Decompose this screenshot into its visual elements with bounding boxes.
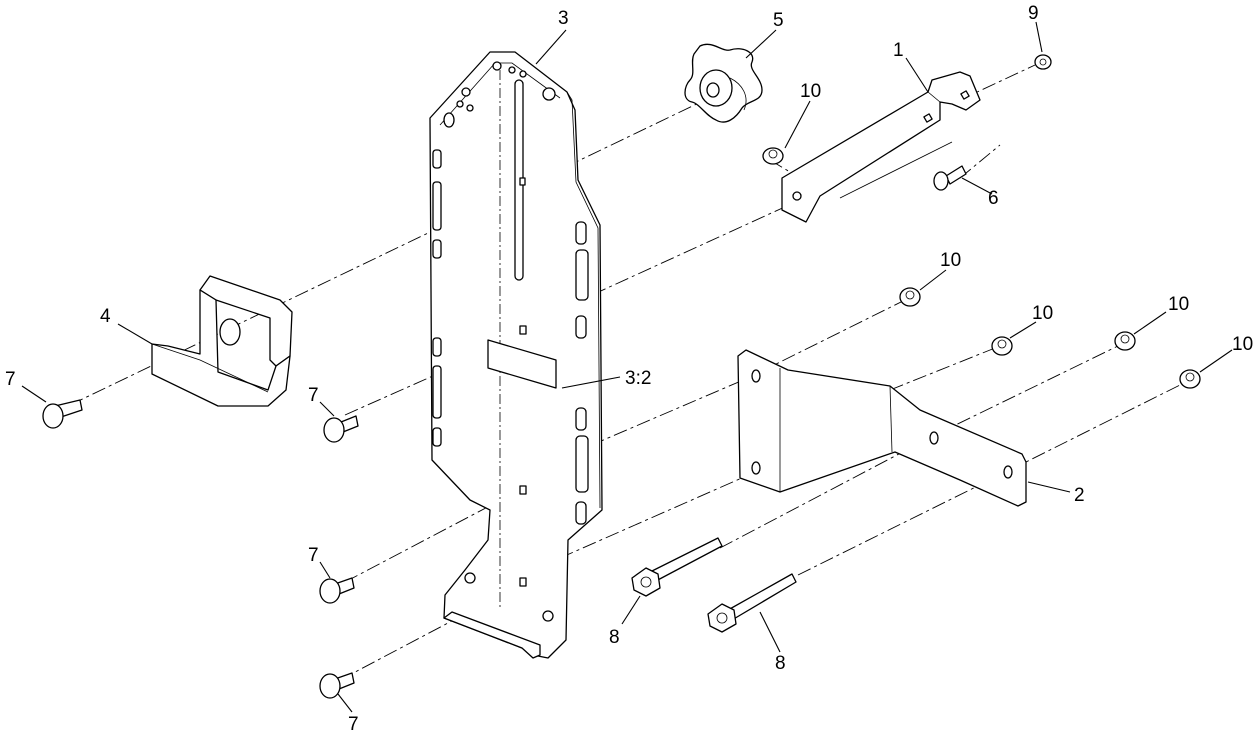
callout-7-a: 7 bbox=[5, 369, 16, 390]
callout-10-b: 10 bbox=[940, 250, 961, 271]
nut-part-9 bbox=[1034, 54, 1052, 70]
callout-labels: 3 5 1 9 10 6 4 7 7 7 7 3:2 10 10 10 10 2… bbox=[5, 3, 1253, 735]
callout-8-a: 8 bbox=[609, 627, 620, 648]
callout-7-b: 7 bbox=[308, 385, 319, 406]
leader-lines bbox=[21, 21, 1233, 713]
callout-1: 1 bbox=[893, 40, 904, 61]
flange-nuts-part-10 bbox=[762, 147, 1201, 389]
callout-7-c: 7 bbox=[308, 545, 319, 566]
l-bracket-part-2 bbox=[737, 349, 1027, 507]
carriage-bolt-part-6 bbox=[933, 165, 967, 191]
callout-9: 9 bbox=[1028, 3, 1039, 24]
decal-part-3-2 bbox=[487, 339, 557, 389]
callout-4: 4 bbox=[100, 306, 111, 327]
callout-3-2: 3:2 bbox=[625, 368, 651, 389]
callout-3: 3 bbox=[558, 8, 569, 29]
callout-7-d: 7 bbox=[348, 714, 359, 735]
callout-10-a: 10 bbox=[800, 81, 821, 102]
bracket-part-1 bbox=[781, 71, 981, 223]
u-bracket-part-4 bbox=[151, 275, 293, 407]
callout-2: 2 bbox=[1074, 485, 1085, 506]
flange-bolts-part-8 bbox=[631, 537, 797, 633]
callout-10-c: 10 bbox=[1032, 303, 1053, 324]
callout-6: 6 bbox=[988, 188, 999, 209]
carriage-bolts-part-7 bbox=[42, 399, 359, 699]
callout-8-b: 8 bbox=[775, 653, 786, 674]
callout-10-d: 10 bbox=[1168, 294, 1189, 315]
star-knob-part-5 bbox=[684, 43, 763, 123]
callout-5: 5 bbox=[773, 10, 784, 31]
callout-10-e: 10 bbox=[1232, 334, 1253, 355]
